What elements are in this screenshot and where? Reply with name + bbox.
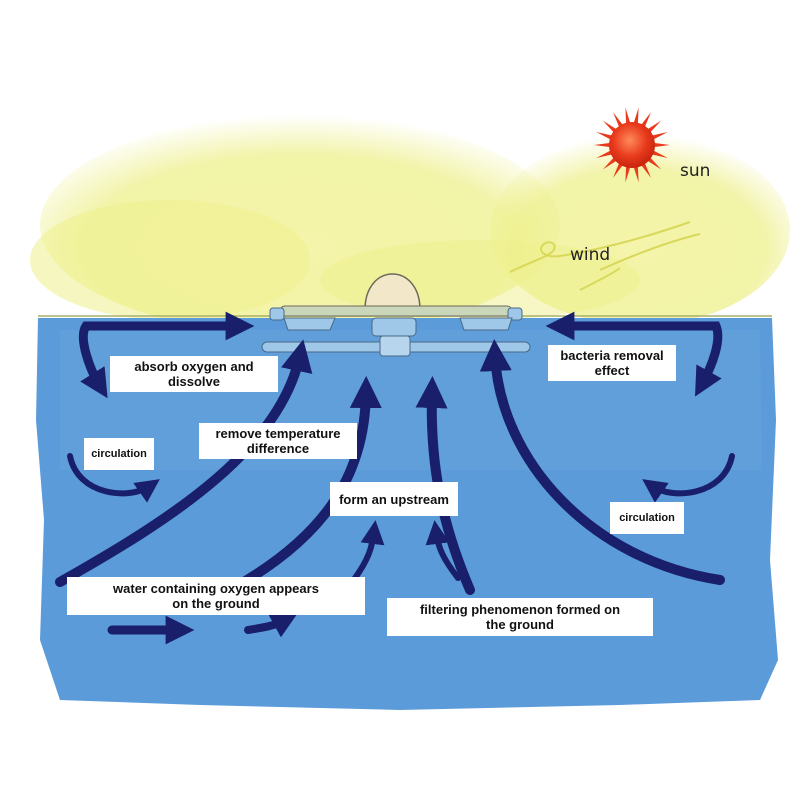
circulation-arrow-right xyxy=(642,453,735,503)
label-oxygen-ground-text: water containing oxygen appears on the g… xyxy=(113,581,319,611)
label-upstream: form an upstream xyxy=(330,482,458,516)
surface-arrow-left xyxy=(78,311,255,399)
label-circulation-left: circulation xyxy=(84,438,154,470)
label-circulation-left-text: circulation xyxy=(91,447,147,460)
sun-ray xyxy=(594,142,613,148)
label-remove-temperature-text: remove temperature difference xyxy=(215,426,341,456)
label-filtering: filtering phenomenon formed on the groun… xyxy=(387,598,653,636)
aerator-device-icon xyxy=(261,273,531,357)
upflow-right-outer xyxy=(479,339,725,585)
circulation-arrow-left xyxy=(67,453,160,503)
label-upstream-text: form an upstream xyxy=(339,491,449,507)
sun-ray xyxy=(633,164,639,183)
ground-arrow-2 xyxy=(244,613,298,638)
sun-label: sun xyxy=(680,161,711,181)
sun-ray xyxy=(649,149,668,158)
surface-arrow-right xyxy=(545,311,723,397)
sun-ray xyxy=(596,149,615,158)
sky-glow xyxy=(30,115,790,335)
sun-ray xyxy=(633,107,639,126)
sun-ray xyxy=(649,132,668,141)
sun-ray xyxy=(596,132,615,141)
label-absorb-oxygen-text: absorb oxygen and dissolve xyxy=(134,359,254,389)
label-filtering-text: filtering phenomenon formed on the groun… xyxy=(419,602,621,632)
bottom-arrow-center-left xyxy=(352,520,385,581)
sun-ray xyxy=(625,164,631,183)
bottom-arrow-center-right xyxy=(425,520,461,581)
label-remove-temperature: remove temperature difference xyxy=(199,423,357,459)
label-bacteria-removal-text: bacteria removal effect xyxy=(560,348,664,378)
sun-icon xyxy=(594,107,670,183)
label-absorb-oxygen: absorb oxygen and dissolve xyxy=(110,356,278,392)
upflow-left-outer xyxy=(55,339,313,587)
label-bacteria-removal: bacteria removal effect xyxy=(548,345,676,381)
label-circulation-right: circulation xyxy=(610,502,684,534)
wind-icon xyxy=(509,221,701,291)
label-circulation-right-text: circulation xyxy=(619,511,675,524)
label-oxygen-ground: water containing oxygen appears on the g… xyxy=(67,577,365,615)
flow-arrows xyxy=(55,311,735,645)
sun-ray xyxy=(651,142,670,148)
sun-ray xyxy=(625,107,631,126)
wind-label: wind xyxy=(570,245,611,265)
